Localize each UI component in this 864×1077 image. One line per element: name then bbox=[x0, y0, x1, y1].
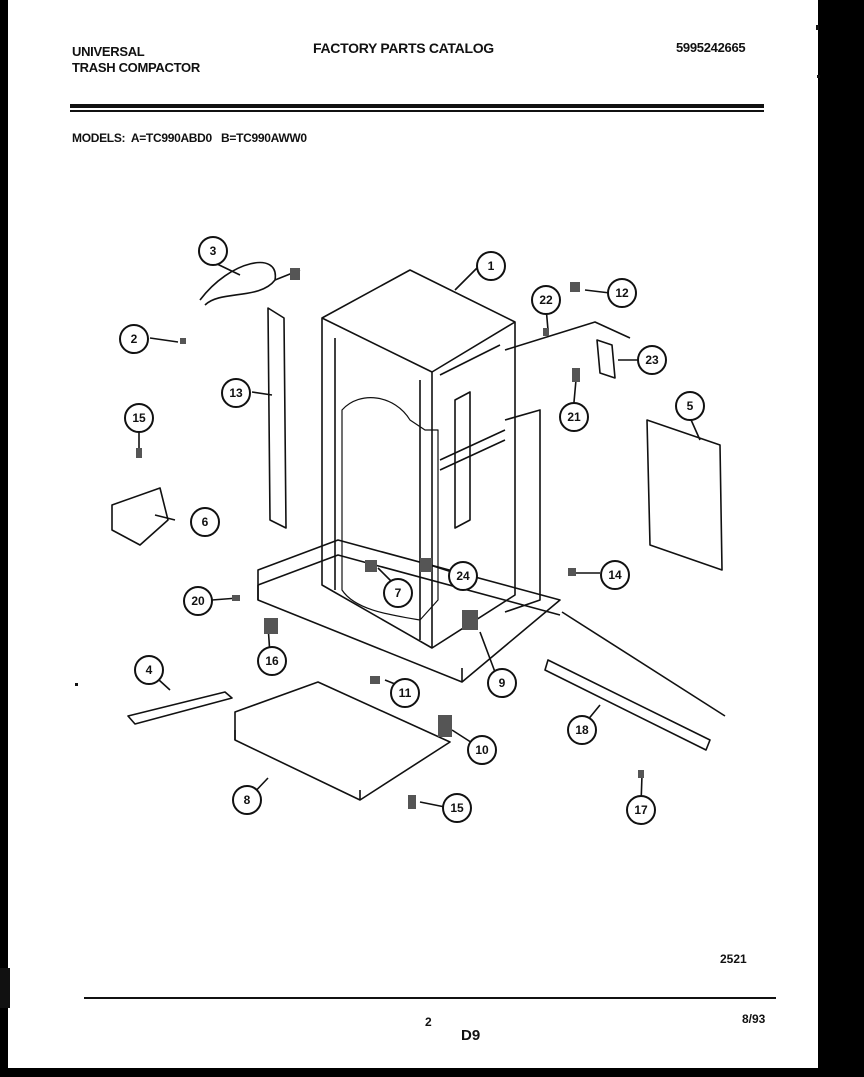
callout-8: 8 bbox=[232, 785, 262, 815]
callout-16: 16 bbox=[257, 646, 287, 676]
models-line: MODELS: A=TC990ABD0 B=TC990AWW0 bbox=[72, 131, 307, 145]
callout-6: 6 bbox=[190, 507, 220, 537]
callout-4: 4 bbox=[134, 655, 164, 685]
revision-date: 8/93 bbox=[742, 1012, 766, 1026]
callout-22: 22 bbox=[531, 285, 561, 315]
cabinet-liner bbox=[341, 397, 439, 621]
callout-18: 18 bbox=[567, 715, 597, 745]
callout-23: 23 bbox=[637, 345, 667, 375]
callout-5: 5 bbox=[675, 391, 705, 421]
callout-7: 7 bbox=[383, 578, 413, 608]
callout-12: 12 bbox=[607, 278, 637, 308]
callout-3: 3 bbox=[198, 236, 228, 266]
callout-21: 21 bbox=[559, 402, 589, 432]
callout-20: 20 bbox=[183, 586, 213, 616]
callout-13: 13 bbox=[221, 378, 251, 408]
callout-15-bottom: 15 bbox=[442, 793, 472, 823]
callout-2: 2 bbox=[119, 324, 149, 354]
callout-24: 24 bbox=[448, 561, 478, 591]
scan-mark bbox=[817, 75, 820, 78]
page-number: 2 bbox=[425, 1015, 432, 1029]
catalog-title: FACTORY PARTS CATALOG bbox=[313, 40, 494, 56]
callout-9: 9 bbox=[487, 668, 517, 698]
power-cord bbox=[199, 261, 301, 306]
cabinet-frame bbox=[321, 269, 516, 649]
callout-15-top: 15 bbox=[124, 403, 154, 433]
slide-rail bbox=[544, 659, 711, 751]
part-number: 5995242665 bbox=[676, 40, 746, 55]
callout-14: 14 bbox=[600, 560, 630, 590]
scan-mark bbox=[0, 968, 10, 1008]
section-code: D9 bbox=[461, 1027, 481, 1044]
switch-bracket bbox=[111, 487, 169, 546]
footer-rule bbox=[84, 997, 776, 999]
callout-17: 17 bbox=[626, 795, 656, 825]
brand-line-1: UNIVERSAL bbox=[72, 44, 145, 59]
door-strip bbox=[267, 307, 287, 529]
header-rule-thick bbox=[70, 104, 764, 108]
scan-mark bbox=[75, 683, 78, 686]
catalog-sheet bbox=[8, 0, 818, 1068]
callout-11: 11 bbox=[390, 678, 420, 708]
drawing-number: 2521 bbox=[720, 952, 747, 966]
callout-1: 1 bbox=[476, 251, 506, 281]
header-rule-thin bbox=[70, 110, 764, 112]
side-panel bbox=[646, 419, 723, 571]
gasket-strip bbox=[127, 691, 233, 725]
scan-mark bbox=[816, 25, 819, 30]
callout-10: 10 bbox=[467, 735, 497, 765]
brand-line-2: TRASH COMPACTOR bbox=[72, 60, 200, 75]
